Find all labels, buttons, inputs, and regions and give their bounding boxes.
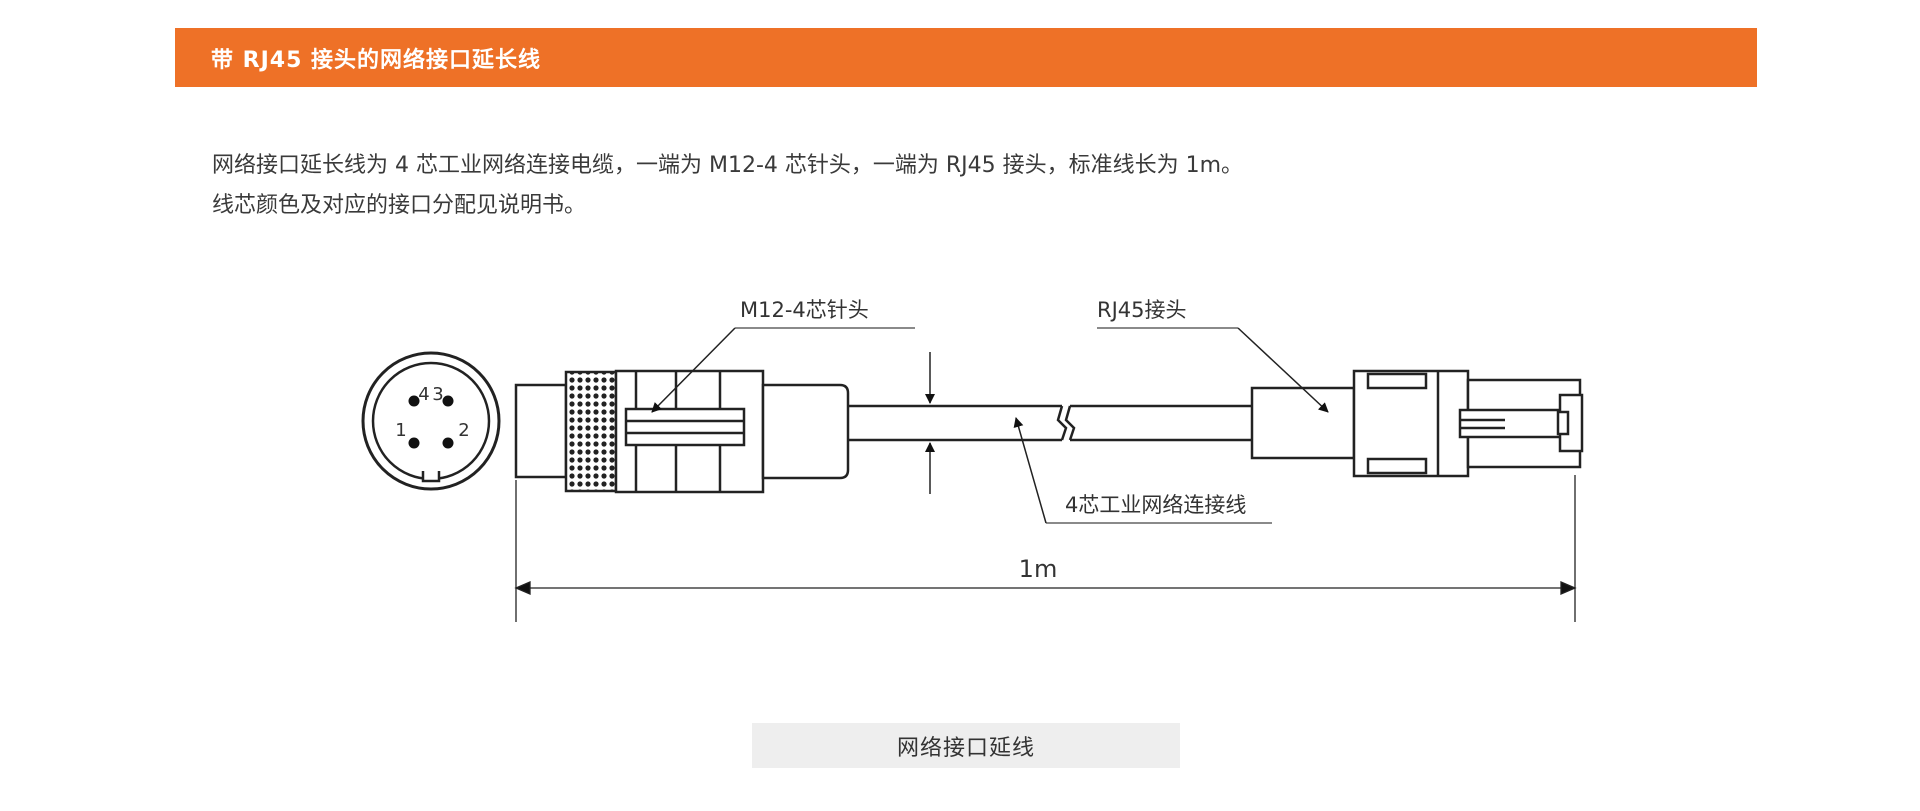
label-cable: 4芯工业网络连接线: [1065, 493, 1246, 517]
m12-connector-side: [514, 369, 850, 494]
caption-box: 网络接口延线: [752, 723, 1180, 768]
pin-1-label: 1: [395, 420, 406, 441]
description-line-2: 线芯颜色及对应的接口分配见说明书。: [212, 193, 587, 218]
cable-body: [848, 404, 1252, 442]
label-rj45-leader: RJ45接头: [1097, 298, 1329, 413]
label-cable-leader: 4芯工业网络连接线: [1013, 417, 1272, 524]
label-rj45: RJ45接头: [1097, 298, 1187, 322]
length-label: 1m: [1019, 555, 1058, 583]
pin-3-dot: [442, 395, 454, 407]
caption-text: 网络接口延线: [896, 735, 1035, 761]
pin-1-dot: [408, 437, 420, 449]
pin-3-label: 3: [432, 384, 443, 405]
section-header: 带 RJ45 接头的网络接口延长线: [175, 28, 1757, 87]
rj45-connector: [1250, 369, 1584, 478]
pin-4-label: 4: [418, 384, 429, 405]
length-dimension: [514, 475, 1577, 622]
label-m12: M12-4芯针头: [740, 298, 869, 322]
label-m12-leader: M12-4芯针头: [651, 298, 915, 413]
pin-2-dot: [442, 437, 454, 449]
product-description: 网络接口延长线为 4 芯工业网络连接电缆，一端为 M12-4 芯针头，一端为 R…: [212, 146, 1712, 226]
m12-end-view: 4 3 1 2: [361, 351, 501, 491]
section-title: 带 RJ45 接头的网络接口延长线: [211, 47, 542, 73]
pin-2-label: 2: [458, 420, 469, 441]
pin-4-dot: [408, 395, 420, 407]
description-line-1: 网络接口延长线为 4 芯工业网络连接电缆，一端为 M12-4 芯针头，一端为 R…: [212, 153, 1244, 178]
